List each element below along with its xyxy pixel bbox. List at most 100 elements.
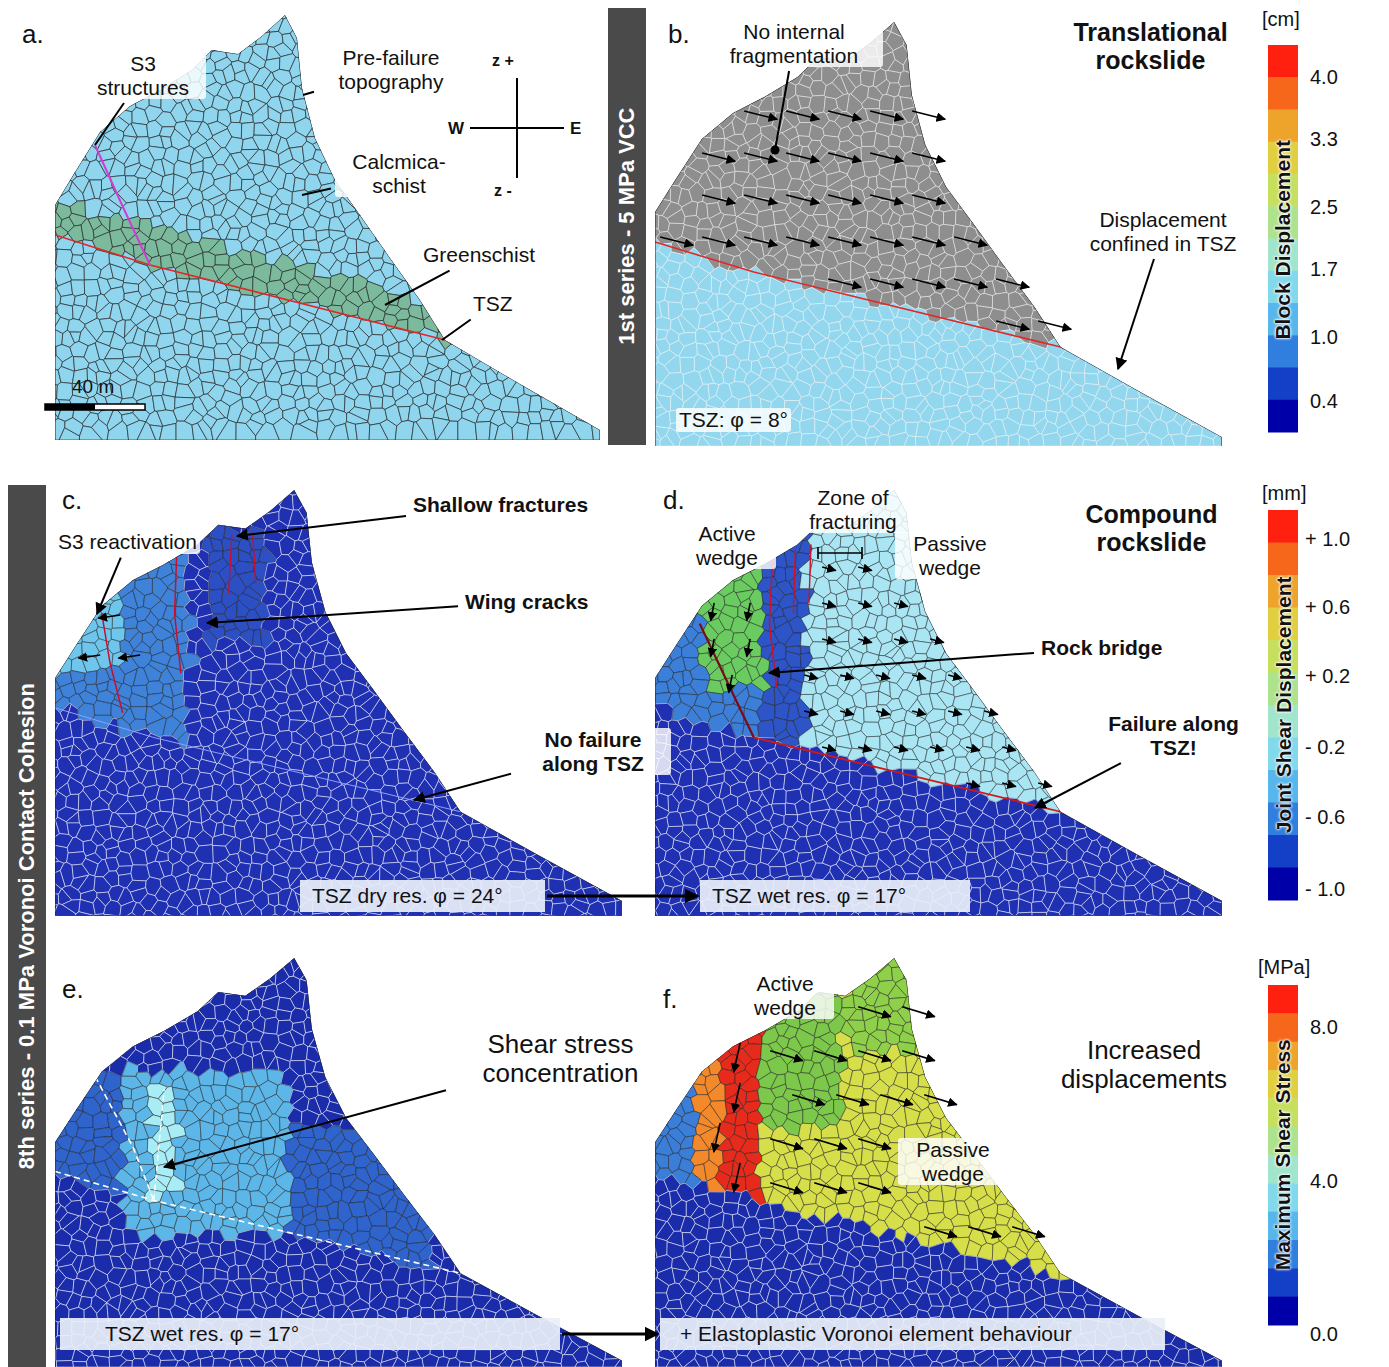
voronoi-cell	[321, 109, 335, 122]
voronoi-cell	[287, 7, 303, 20]
voronoi-cell	[155, 29, 175, 48]
voronoi-cell	[407, 17, 428, 33]
voronoi-cell	[33, 382, 49, 398]
voronoi-cell	[187, 215, 200, 229]
voronoi-cell	[592, 20, 605, 41]
voronoi-cell	[395, 227, 414, 243]
voronoi-cell	[930, 0, 943, 4]
voronoi-cell	[4, 30, 17, 42]
voronoi-cell	[494, 329, 510, 344]
voronoi-cell	[14, 109, 28, 127]
voronoi-cell	[562, 235, 581, 256]
voronoi-cell	[815, 0, 828, 6]
voronoi-cell	[9, 215, 22, 234]
voronoi-cell	[484, 159, 500, 177]
voronoi-cell	[511, 355, 529, 374]
voronoi-cell	[550, 84, 565, 99]
voronoi-cell	[135, 31, 154, 47]
voronoi-cell	[68, 113, 87, 129]
voronoi-cell	[352, 348, 370, 367]
voronoi-cell	[162, 158, 175, 175]
voronoi-cell	[120, 20, 137, 36]
voronoi-cell	[575, 317, 590, 331]
voronoi-cell	[33, 368, 47, 383]
voronoi-cell	[0, 20, 6, 32]
voronoi-cell	[1019, 80, 1034, 97]
voronoi-cell	[230, 173, 242, 191]
voronoi-cell	[44, 5, 58, 22]
voronoi-cell	[241, 122, 254, 139]
panel-clip	[0, 0, 605, 440]
voronoi-cell	[145, 20, 163, 37]
voronoi-cell	[691, 82, 709, 99]
voronoi-cell	[328, 95, 346, 110]
voronoi-cell	[0, 412, 13, 426]
voronoi-cell	[579, 278, 594, 297]
voronoi-cell	[45, 123, 65, 137]
voronoi-cell	[1072, 0, 1085, 6]
voronoi-cell	[71, 280, 85, 296]
voronoi-cell	[216, 6, 233, 22]
voronoi-cell	[382, 22, 401, 34]
voronoi-cell	[432, 212, 447, 225]
voronoi-cell	[25, 106, 47, 120]
voronoi-cell	[563, 278, 578, 296]
voronoi-cell	[528, 49, 545, 63]
voronoi-cell	[48, 76, 65, 90]
voronoi-cell	[69, 182, 85, 201]
voronoi-cell	[18, 223, 30, 240]
voronoi-cell	[486, 94, 496, 112]
voronoi-cell	[156, 316, 173, 334]
voronoi-cell	[96, 0, 110, 8]
voronoi-cell	[0, 0, 5, 8]
voronoi-cell	[198, 419, 213, 440]
voronoi-cell	[501, 0, 516, 10]
voronoi-cell	[461, 107, 475, 120]
voronoi-cell	[943, 87, 962, 104]
voronoi-cell	[651, 93, 668, 111]
voronoi-cell	[399, 242, 414, 253]
voronoi-cell	[381, 204, 397, 221]
voronoi-cell	[58, 148, 74, 162]
voronoi-cell	[13, 174, 30, 191]
voronoi-cell	[1146, 72, 1163, 88]
voronoi-cell	[558, 335, 574, 349]
voronoi-cell	[0, 31, 5, 44]
voronoi-cell	[461, 228, 477, 241]
voronoi-cell	[463, 145, 479, 162]
structure-line	[55, 235, 445, 340]
voronoi-cell	[577, 5, 593, 22]
voronoi-cell	[0, 381, 7, 399]
voronoi-cell	[9, 419, 24, 440]
voronoi-cell	[151, 0, 164, 7]
voronoi-cell	[109, 159, 125, 177]
voronoi-cell	[41, 93, 54, 110]
voronoi-cell	[7, 304, 24, 315]
voronoi-cell	[965, 15, 983, 35]
voronoi-cell	[301, 372, 317, 387]
voronoi-cell	[538, 0, 552, 9]
voronoi-cell	[495, 216, 508, 230]
voronoi-cell	[582, 394, 592, 410]
voronoi-cell	[521, 269, 538, 286]
voronoi-cell	[421, 21, 440, 39]
voronoi-cell	[563, 360, 580, 376]
voronoi-cell	[1032, 96, 1049, 110]
topography-outline	[55, 15, 600, 440]
voronoi-cell	[4, 297, 17, 313]
voronoi-cell	[417, 111, 436, 126]
voronoi-cell	[578, 135, 593, 153]
voronoi-cell	[577, 262, 593, 279]
voronoi-cell	[420, 205, 436, 219]
voronoi-cell	[1, 148, 16, 165]
voronoi-cell	[117, 361, 137, 380]
voronoi-cell	[4, 239, 20, 255]
voronoi-cell	[0, 174, 7, 189]
voronoi-cell	[224, 154, 239, 174]
voronoi-cell	[156, 191, 175, 202]
voronoi-cell	[15, 79, 29, 96]
voronoi-cell	[394, 97, 411, 114]
voronoi-cell	[584, 326, 605, 344]
voronoi-cell	[239, 277, 253, 296]
voronoi-cell	[60, 138, 72, 151]
